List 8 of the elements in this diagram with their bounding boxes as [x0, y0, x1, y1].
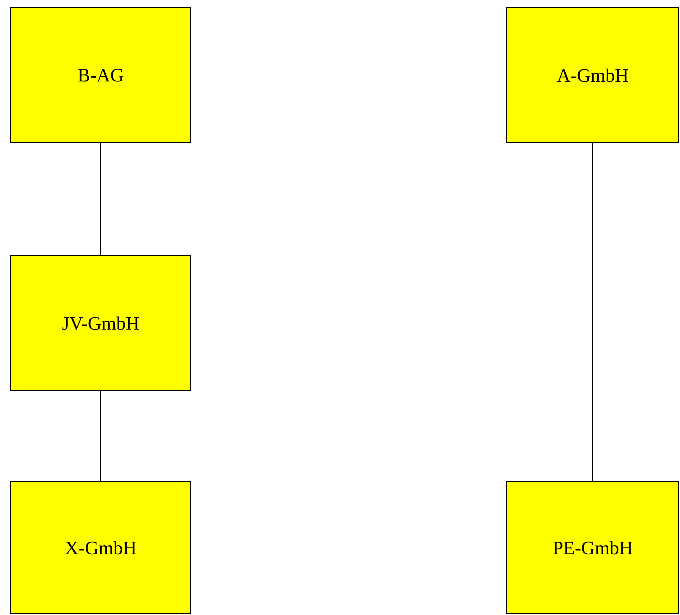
- company-box: JV-GmbH: [10, 255, 192, 392]
- company-box: B-AG: [10, 8, 192, 144]
- connector-line: [592, 143, 594, 482]
- connector-line: [100, 143, 102, 256]
- company-box: A-GmbH: [506, 8, 680, 144]
- company-box: X-GmbH: [10, 481, 192, 614]
- connector-line: [100, 390, 102, 482]
- company-box: PE-GmbH: [506, 481, 680, 614]
